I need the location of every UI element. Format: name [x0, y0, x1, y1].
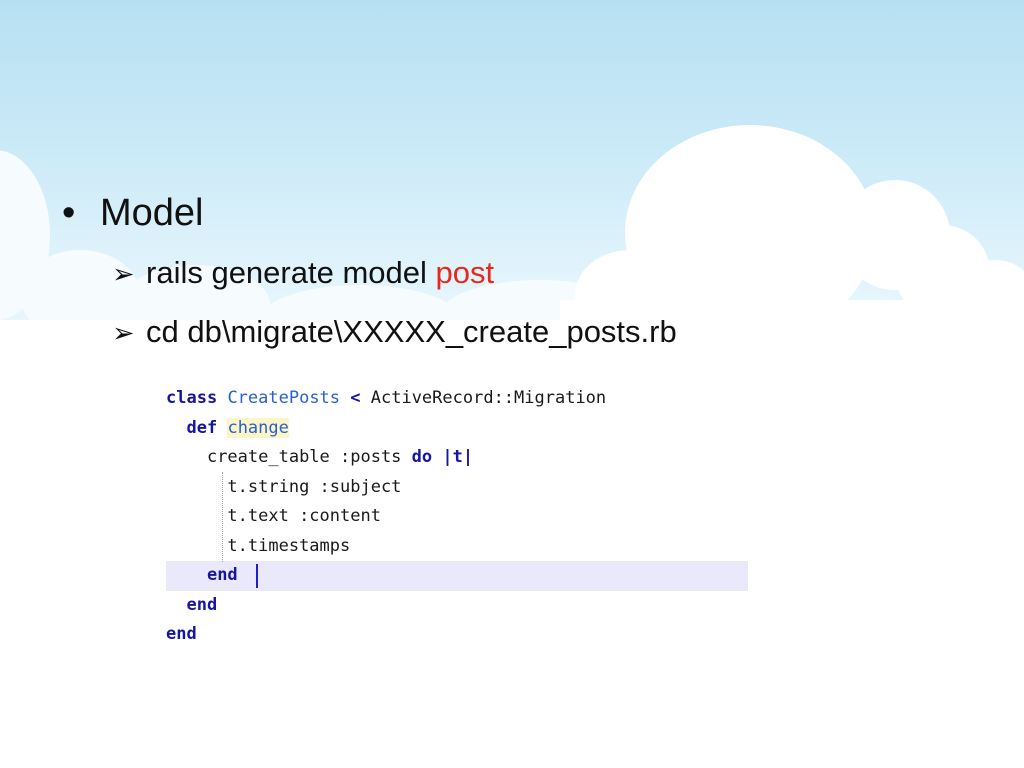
operator: < [340, 388, 371, 408]
keyword: end [186, 594, 218, 615]
code-line-highlighted: end [166, 561, 748, 591]
code-line: class CreatePosts < ActiveRecord::Migrat… [166, 384, 748, 414]
code-text: t.text :content [227, 506, 381, 526]
code-text: create_table :posts [206, 447, 412, 467]
cloud-decoration [560, 300, 1024, 380]
arrow-bullet-icon: ➢ [112, 259, 135, 289]
code-text: t.timestamps [227, 535, 351, 556]
highlight-post: post [435, 255, 495, 290]
indent [166, 477, 227, 497]
indent [166, 447, 207, 467]
keyword: def [186, 417, 218, 438]
code-line: end [166, 591, 748, 621]
code-line: create_table :posts do |t| [166, 443, 748, 473]
indent [166, 536, 227, 556]
sub-bullet-generate: ➢ rails generate model post [112, 254, 494, 293]
code-line: t.timestamps [166, 532, 748, 562]
code-listing: class CreatePosts < ActiveRecord::Migrat… [166, 384, 748, 650]
code-line: end [166, 620, 748, 650]
keyword: do [411, 447, 433, 467]
bullet-text: Model [100, 192, 204, 234]
indent-guide [222, 472, 223, 562]
sub-bullet-migrate-path: ➢ cd db\migrate\XXXXX_create_posts.rb [112, 313, 677, 352]
method-name: change [227, 417, 289, 438]
arrow-bullet-icon: ➢ [112, 318, 135, 348]
keyword: class [166, 388, 218, 408]
code-text: t.string :subject [227, 476, 402, 497]
sub-bullet-text: rails generate model [146, 255, 436, 290]
indent [166, 595, 186, 615]
class-name: CreatePosts [227, 388, 341, 408]
code-line: t.text :content [166, 502, 748, 532]
bullet-dot: • [62, 192, 76, 234]
sub-bullet-text: cd db\migrate\XXXXX_create_posts.rb [146, 314, 677, 349]
indent [166, 506, 227, 526]
indent [166, 418, 186, 438]
superclass: ActiveRecord::Migration [370, 388, 607, 408]
code-line: t.string :subject [166, 473, 748, 503]
bullet-model: • Model [62, 190, 204, 236]
keyword: end [206, 565, 238, 585]
keyword: end [166, 624, 197, 644]
code-line: def change [166, 414, 748, 444]
block-param: |t| [432, 447, 474, 467]
indent [166, 565, 207, 585]
text-cursor [256, 564, 258, 588]
cloud-decoration [0, 320, 600, 380]
